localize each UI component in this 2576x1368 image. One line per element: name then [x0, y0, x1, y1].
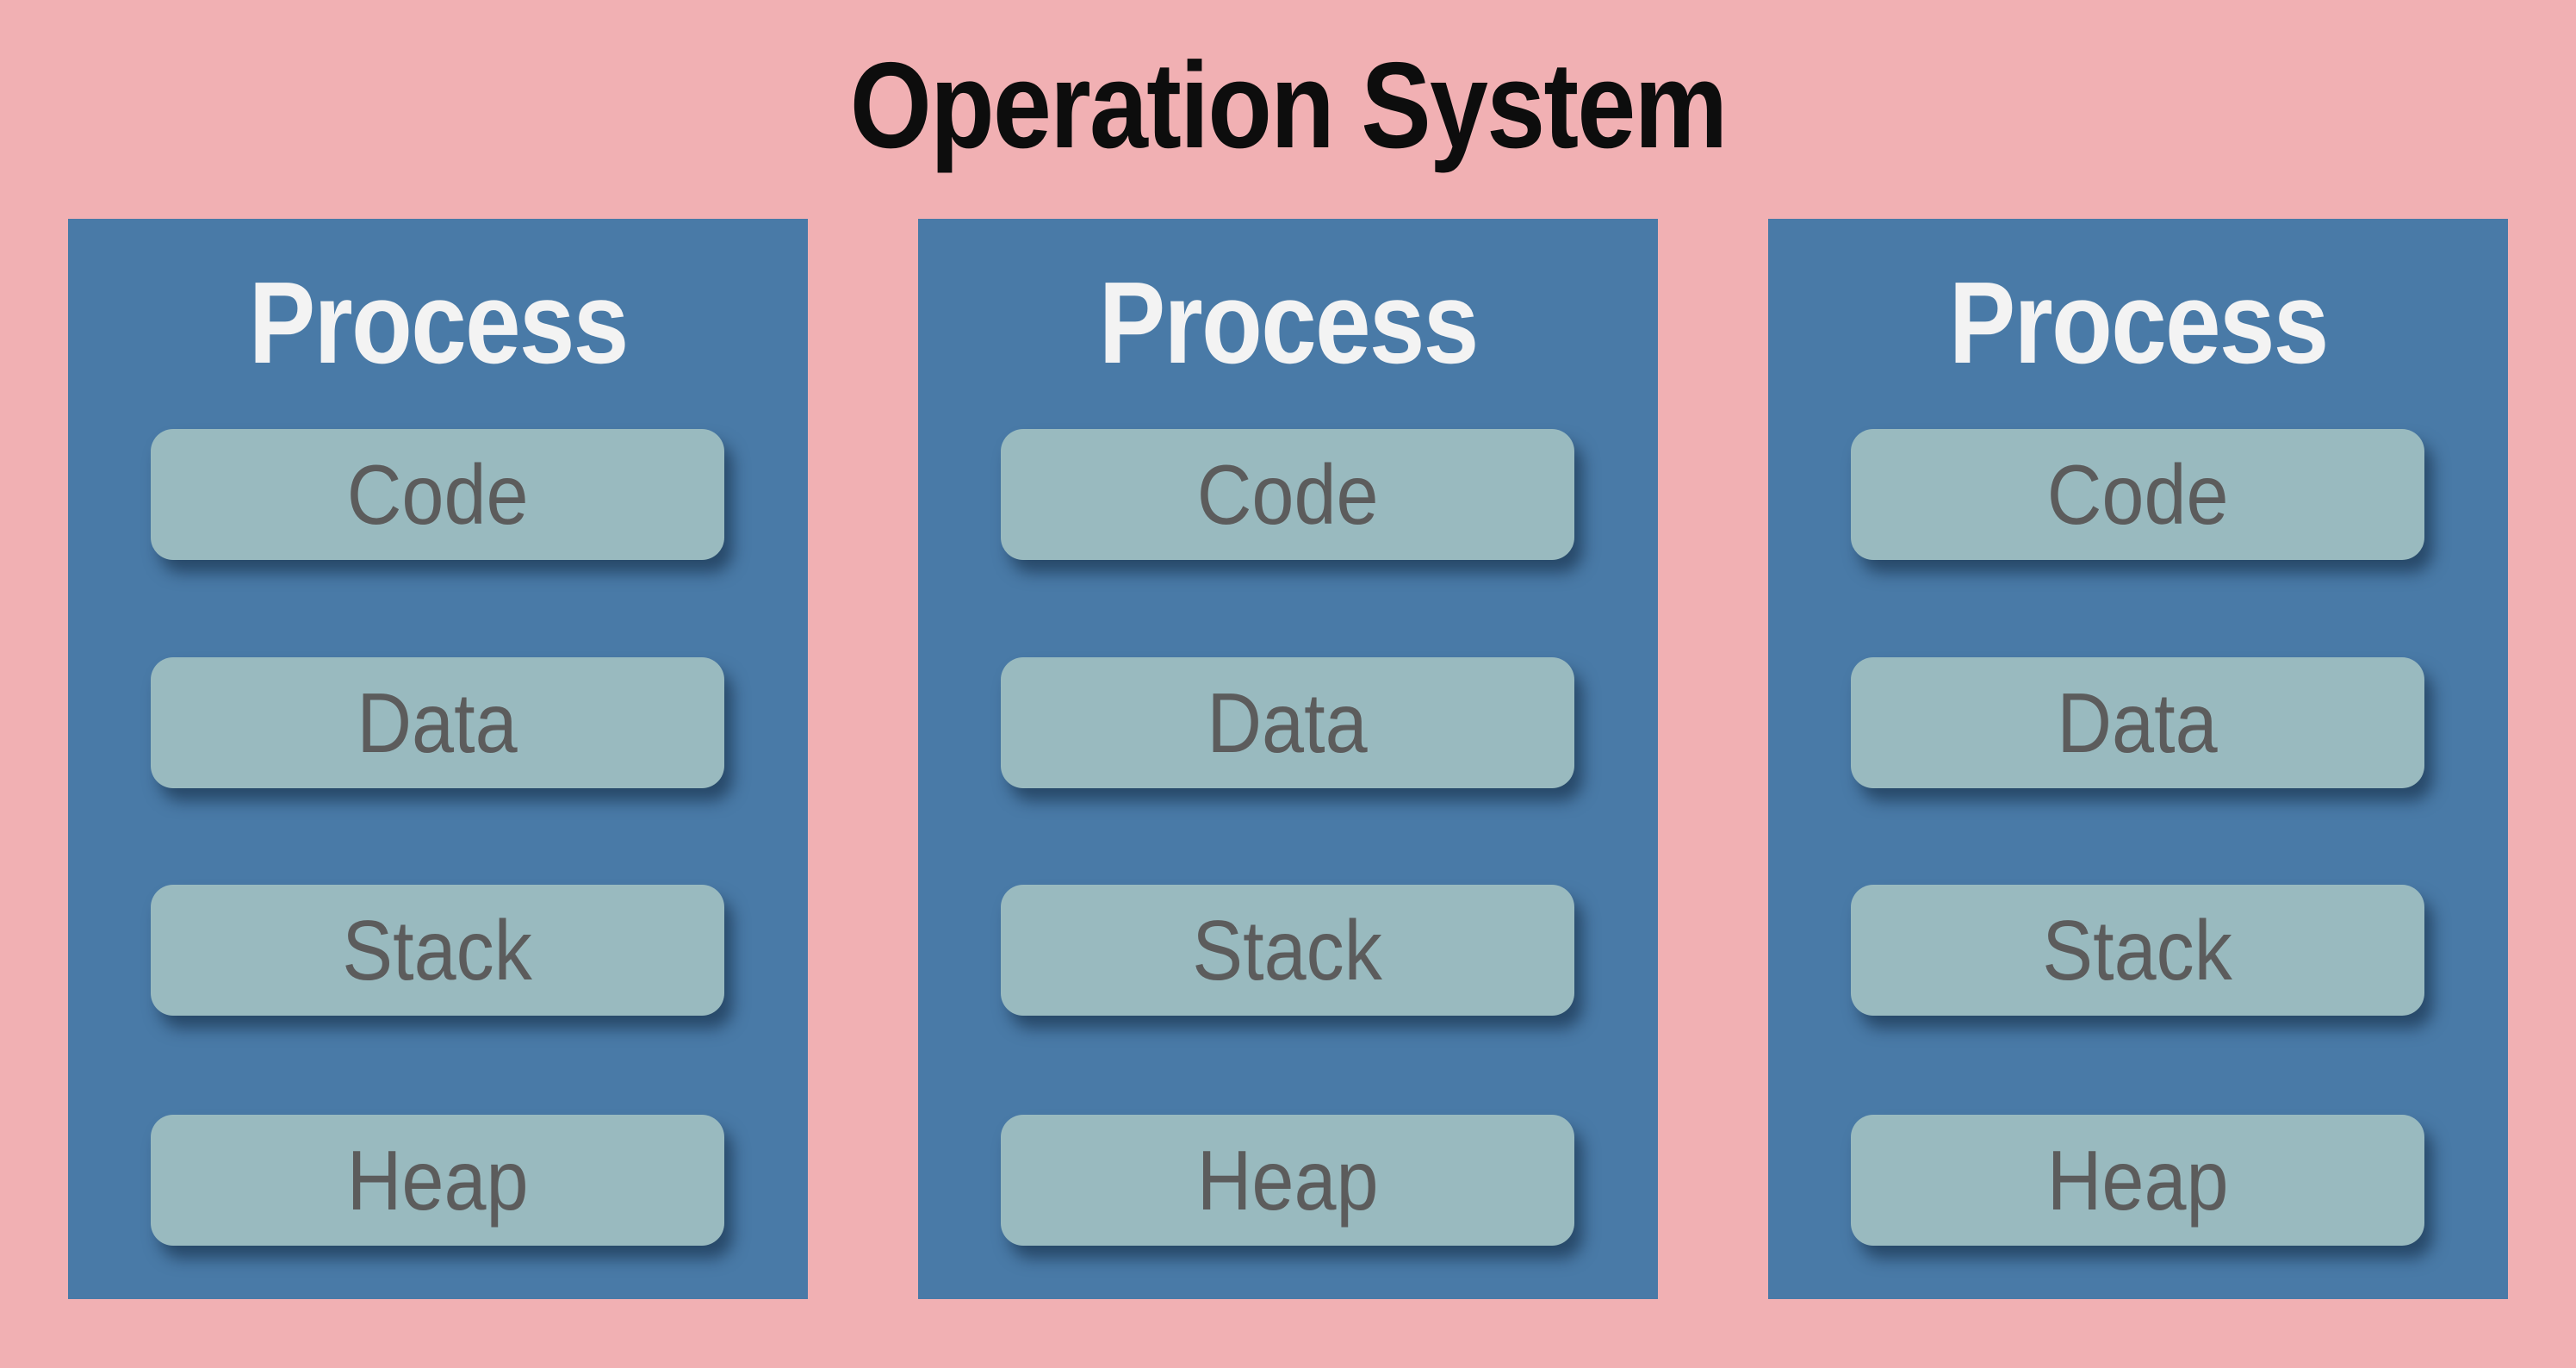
process-box-1: Process Code Data Stack Heap: [68, 219, 808, 1299]
process-label: Process: [1948, 258, 2330, 388]
segment-data: Data: [1001, 657, 1574, 788]
segment-heap: Heap: [151, 1115, 724, 1246]
segment-heap: Heap: [1001, 1115, 1574, 1246]
segment-data: Data: [151, 657, 724, 788]
process-label: Process: [1098, 258, 1480, 388]
segment-stack: Stack: [1001, 885, 1574, 1016]
process-box-2: Process Code Data Stack Heap: [918, 219, 1658, 1299]
segment-stack: Stack: [1851, 885, 2424, 1016]
process-box-3: Process Code Data Stack Heap: [1768, 219, 2508, 1299]
segment-data: Data: [1851, 657, 2424, 788]
diagram-title: Operation System: [0, 35, 2576, 177]
segment-heap: Heap: [1851, 1115, 2424, 1246]
diagram-title-text: Operation System: [849, 37, 1728, 174]
process-label: Process: [248, 258, 630, 388]
segment-code: Code: [1851, 429, 2424, 560]
segment-stack: Stack: [151, 885, 724, 1016]
segment-code: Code: [151, 429, 724, 560]
segment-code: Code: [1001, 429, 1574, 560]
